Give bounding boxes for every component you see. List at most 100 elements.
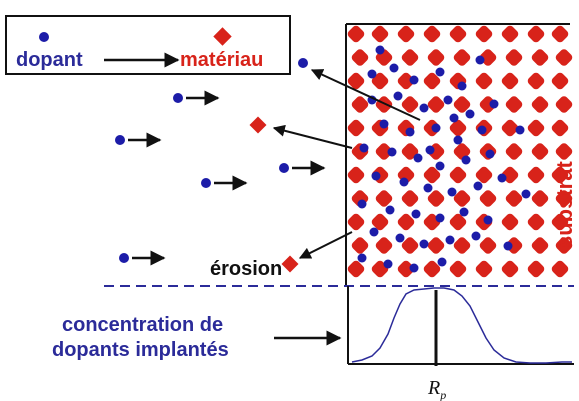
implanted-dopant-icon: [359, 143, 369, 153]
material-atom-icon: [351, 96, 369, 113]
implanted-dopant-icon: [485, 149, 495, 159]
incoming-dopant-icon: [115, 135, 125, 145]
implanted-dopant-icon: [515, 125, 525, 135]
implanted-dopant-icon: [385, 205, 395, 215]
material-atom-icon: [551, 119, 569, 137]
material-atom-icon: [449, 119, 467, 137]
implanted-dopant-icon: [449, 113, 459, 123]
implanted-dopant-icon: [437, 257, 447, 267]
sputtered-atom-diamond-icon: [249, 116, 267, 134]
material-atom-icon: [423, 166, 441, 184]
material-atom-icon: [531, 96, 549, 113]
material-atom-icon: [371, 213, 389, 231]
material-atom-icon: [449, 213, 467, 231]
material-atom-icon: [401, 96, 419, 113]
material-diamond-icon: [213, 27, 232, 46]
material-atom-icon: [555, 190, 573, 207]
rp-label-subscript: p: [439, 388, 446, 401]
implanted-dopant-icon: [369, 227, 379, 237]
implanted-dopant-icon: [443, 95, 453, 105]
material-atom-icon: [371, 72, 389, 90]
material-atom-icon: [347, 72, 365, 90]
material-atom-icon: [397, 25, 415, 43]
material-atom-icon: [347, 119, 365, 137]
sputter-arrow-icon: [272, 124, 353, 149]
material-atom-icon: [531, 143, 549, 160]
material-atom-icon: [371, 25, 389, 43]
incoming-dopant-icon: [119, 253, 129, 263]
profile-curve: [351, 287, 572, 364]
legend-dopant-label: dopant: [16, 49, 83, 71]
implanted-dopant-icon: [435, 213, 445, 223]
material-atom-icon: [423, 260, 441, 278]
material-atom-icon: [555, 96, 573, 113]
rp-label: Rp: [427, 377, 446, 401]
material-atom-icon: [475, 260, 493, 278]
eroded-atom-diamond-icon: [281, 255, 299, 273]
erosion-arrow-icon: [298, 231, 353, 259]
material-atom-icon: [401, 143, 419, 160]
material-atom-icon: [479, 237, 497, 254]
incoming-dopant-icon: [173, 93, 183, 103]
implanted-dopant-icon: [447, 187, 457, 197]
incoming-dopant-icon: [279, 163, 289, 173]
implanted-dopant-icon: [475, 55, 485, 65]
material-atom-icon: [551, 25, 569, 43]
material-atom-icon: [397, 213, 415, 231]
material-atom-icon: [423, 72, 441, 90]
implanted-dopant-icon: [379, 119, 389, 129]
implanted-dopant-icon: [465, 109, 475, 119]
implanted-dopants: [357, 45, 531, 273]
material-atom-icon: [375, 237, 393, 254]
substrate-lattice: [347, 25, 573, 278]
implanted-dopant-icon: [419, 239, 429, 249]
implanted-dopant-icon: [497, 173, 507, 183]
material-atom-icon: [475, 72, 493, 90]
material-atom-icon: [551, 72, 569, 90]
implanted-dopant-icon: [409, 75, 419, 85]
material-atom-icon: [527, 166, 545, 184]
material-atom-icon: [501, 119, 519, 137]
implanted-dopant-icon: [477, 125, 487, 135]
legend: dopant matériau: [5, 15, 291, 75]
material-atom-icon: [501, 72, 519, 90]
material-atom-icon: [475, 166, 493, 184]
incoming-dopants: [115, 90, 326, 266]
implanted-dopant-icon: [375, 45, 385, 55]
material-atom-icon: [397, 260, 415, 278]
material-atom-icon: [347, 260, 365, 278]
dopant-dot-icon: [39, 32, 49, 42]
material-atom-icon: [351, 237, 369, 254]
implanted-dopant-icon: [371, 171, 381, 181]
implanted-dopant-icon: [503, 241, 513, 251]
implanted-dopant-icon: [459, 207, 469, 217]
material-atom-icon: [551, 260, 569, 278]
material-atom-icon: [401, 49, 419, 66]
implanted-dopant-icon: [489, 99, 499, 109]
concentration-caption: concentration de dopants implantés: [52, 314, 342, 361]
material-atom-icon: [531, 49, 549, 66]
material-atom-icon: [453, 96, 471, 113]
material-atom-icon: [427, 190, 445, 207]
implanted-dopant-icon: [425, 145, 435, 155]
material-atom-icon: [449, 166, 467, 184]
implanted-dopant-icon: [457, 81, 467, 91]
legend-frame: [5, 15, 291, 75]
erosion-label: érosion: [210, 258, 282, 280]
implanted-dopant-icon: [411, 209, 421, 219]
material-atom-icon: [551, 166, 569, 184]
material-atom-icon: [449, 25, 467, 43]
implanted-dopant-icon: [435, 67, 445, 77]
legend-material-label: matériau: [180, 49, 263, 71]
material-atom-icon: [505, 96, 523, 113]
material-atom-icon: [427, 96, 445, 113]
backscatter-arrow-icon: [310, 69, 421, 121]
material-atom-icon: [347, 25, 365, 43]
material-atom-icon: [423, 25, 441, 43]
backscattered-dopant-icon: [298, 58, 308, 68]
implanted-dopant-icon: [431, 123, 441, 133]
material-atom-icon: [375, 190, 393, 207]
material-atom-icon: [501, 260, 519, 278]
material-atom-icon: [501, 213, 519, 231]
